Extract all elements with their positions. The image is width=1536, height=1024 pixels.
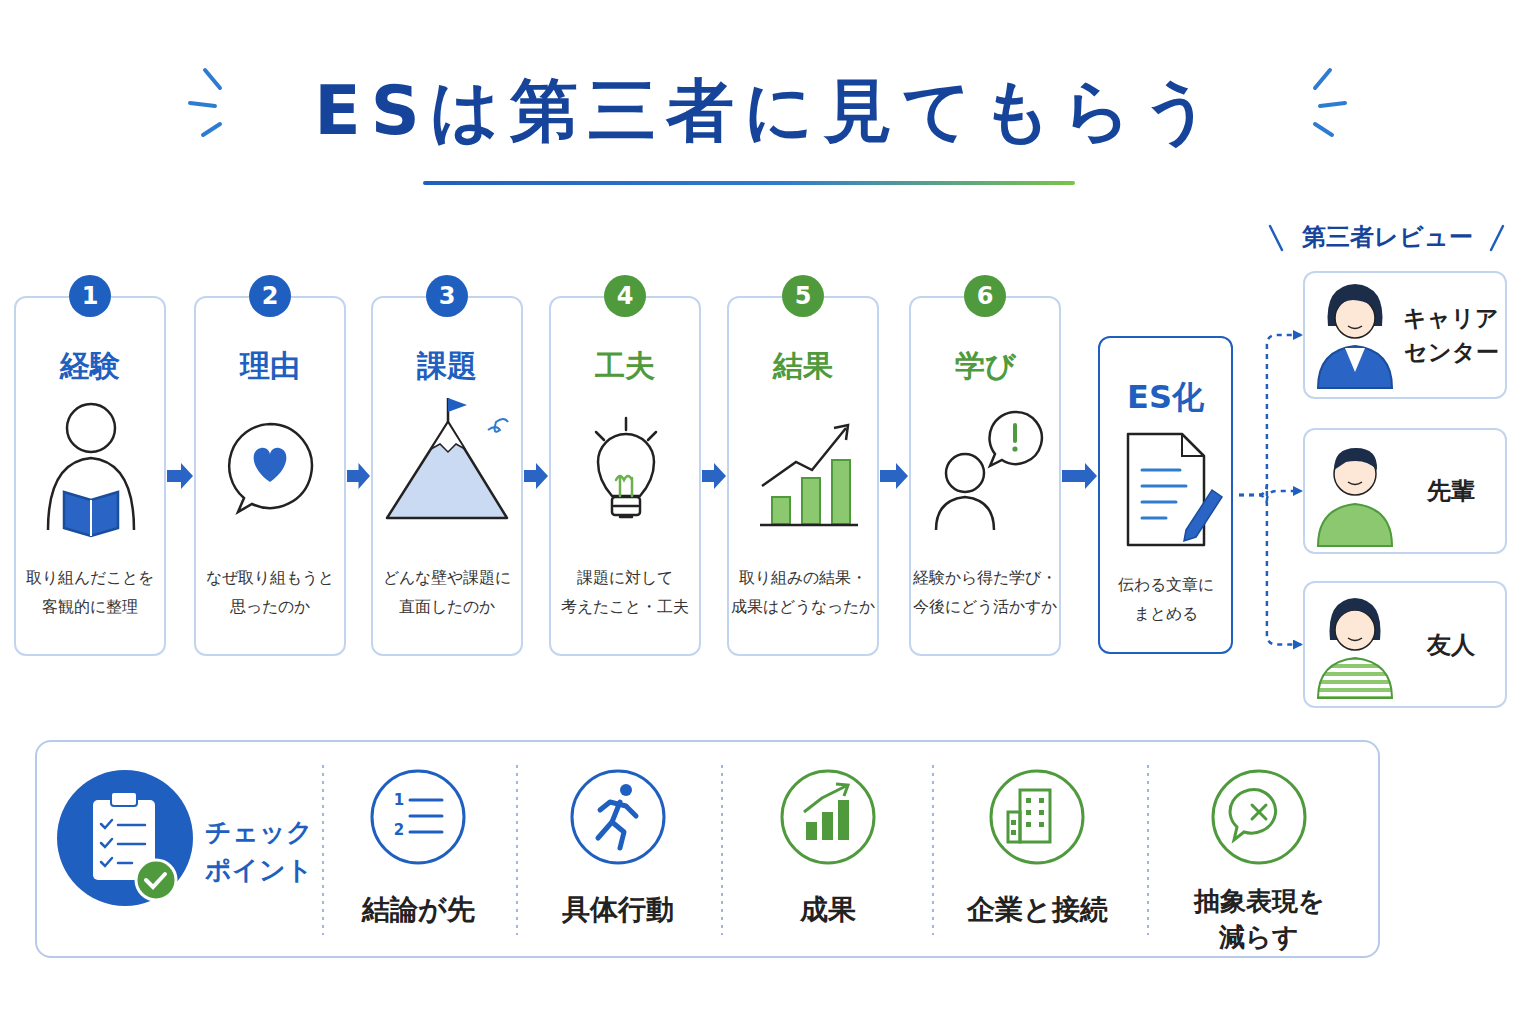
reviewer-box: 先輩 — [1303, 428, 1507, 554]
runner-icon — [598, 784, 636, 848]
step-description: なぜ取り組もうと 思ったのか — [198, 564, 342, 622]
document-icon — [1128, 434, 1222, 545]
review-connector — [1239, 335, 1301, 495]
step-number: 6 — [964, 275, 1006, 317]
insight-person-icon — [936, 412, 1042, 530]
es-heading: ES化 — [1100, 376, 1231, 418]
group-label: 第三者レビュー — [1287, 221, 1487, 253]
no-abstract-icon — [1230, 790, 1276, 840]
step-card: 1経験取り組んだことを 客観的に整理 — [14, 296, 166, 656]
step-description: 課題に対して 考えたこと・工夫 — [553, 564, 697, 622]
step-card: 2理由なぜ取り組もうと 思ったのか — [194, 296, 346, 656]
checkpoint-circles — [372, 771, 1305, 863]
step-heading: 結果 — [729, 346, 877, 386]
reading-person-icon — [48, 404, 134, 536]
step-number: 1 — [69, 275, 111, 317]
reviewer-box: キャリア センター — [1303, 271, 1507, 399]
step-description: 取り組んだことを 客観的に整理 — [18, 564, 162, 622]
step-description: 取り組みの結果・ 成果はどうなったか — [731, 564, 875, 622]
review-connector — [1239, 495, 1301, 645]
checkpoint-label: 具体行動 — [528, 891, 708, 929]
growth-chart-icon — [804, 784, 849, 840]
step-number: 5 — [782, 275, 824, 317]
step-heading: 学び — [911, 346, 1059, 386]
title-underline — [423, 181, 1075, 185]
clipboard-icon — [57, 770, 193, 906]
step-description: どんな壁や課題に 直面したのか — [375, 564, 519, 622]
flow-arrow — [347, 463, 370, 489]
step-card: 3課題どんな壁や課題に 直面したのか — [371, 296, 523, 656]
checkpoint-label: 抽象表現を 減らす — [1169, 883, 1349, 955]
senior-avatar — [1318, 448, 1392, 546]
reviewer-name: 先輩 — [1403, 474, 1499, 508]
step-heading: 工夫 — [551, 346, 699, 386]
step-number: 2 — [249, 275, 291, 317]
reviewer-name: キャリア センター — [1403, 301, 1499, 369]
flow-arrow — [702, 463, 726, 489]
step-heading: 理由 — [196, 346, 344, 386]
list-number: 1 — [392, 791, 406, 809]
step-card: 5結果取り組みの結果・ 成果はどうなったか — [727, 296, 879, 656]
heart-bubble-icon — [229, 424, 312, 512]
step-number: 4 — [604, 275, 646, 317]
step-heading: 経験 — [16, 346, 164, 386]
step-card: 6学び経験から得た学び・ 今後にどう活かすか — [909, 296, 1061, 656]
checkpoint-label: 成果 — [738, 891, 918, 929]
mountain-icon — [387, 398, 508, 518]
step-description: 経験から得た学び・ 今後にどう活かすか — [913, 564, 1057, 622]
list-icon — [410, 800, 442, 832]
es-description: 伝わる文章に まとめる — [1104, 570, 1227, 628]
flow-arrow — [524, 463, 548, 489]
title: ESは第三者に見てもらう — [0, 66, 1536, 156]
separator — [323, 765, 1148, 935]
building-icon — [1008, 790, 1050, 842]
bar-chart-icon — [760, 425, 858, 525]
flow-arrow — [880, 463, 908, 489]
checkpoint-label: 結論が先 — [328, 891, 508, 929]
bulb-icon — [596, 418, 656, 517]
reviewer-name: 友人 — [1403, 628, 1499, 662]
friend-avatar — [1318, 598, 1392, 698]
career-center-avatar — [1318, 284, 1392, 388]
es-card: ES化伝わる文章に まとめる — [1098, 336, 1233, 654]
review-connector — [1239, 485, 1301, 501]
step-number: 3 — [426, 275, 468, 317]
flow-arrow — [1062, 463, 1097, 489]
checkpoint-panel: チェック ポイント — [35, 740, 1380, 958]
flow-arrow — [167, 463, 193, 489]
reviewer-box: 友人 — [1303, 581, 1507, 708]
checkpoint-label: 企業と接続 — [942, 891, 1132, 929]
step-card: 4工夫課題に対して 考えたこと・工夫 — [549, 296, 701, 656]
panel-heading: チェック ポイント — [205, 813, 327, 889]
list-number: 2 — [392, 821, 406, 839]
step-heading: 課題 — [373, 346, 521, 386]
